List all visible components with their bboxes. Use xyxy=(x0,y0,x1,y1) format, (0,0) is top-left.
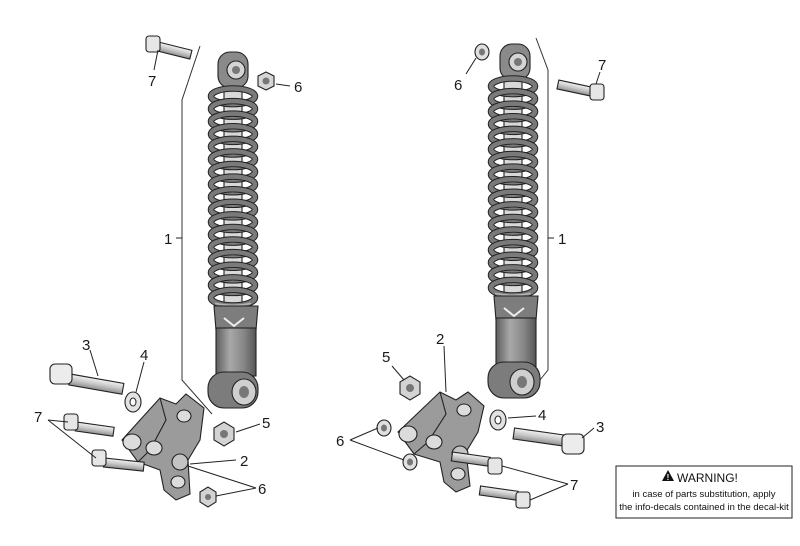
left-bracket-nut-lower xyxy=(199,486,217,508)
left-bracket-bolt-upper xyxy=(63,413,115,437)
callout-right-5: 5 xyxy=(382,349,390,366)
right-bracket-bolt-upper xyxy=(450,451,503,475)
left-top-bolt xyxy=(145,35,193,60)
callout-right-4: 4 xyxy=(538,407,546,424)
right-coil-spring xyxy=(487,75,539,299)
left-long-bolt xyxy=(49,363,125,395)
right-top-bolt xyxy=(556,79,605,101)
right-mounting-bracket xyxy=(397,391,485,493)
callout-right-2: 2 xyxy=(436,331,444,348)
callout-right-1: 1 xyxy=(558,231,566,248)
callout-left-3: 3 xyxy=(82,337,90,354)
warning-triangle-icon xyxy=(662,470,674,481)
right-bracket-bolt-lower xyxy=(478,485,531,509)
left-coil-spring xyxy=(207,85,259,309)
left-shock-absorber xyxy=(207,51,259,409)
callout-right-7-top: 7 xyxy=(598,57,606,74)
callout-right-6-bottom: 6 xyxy=(336,433,344,450)
left-nut-5 xyxy=(213,421,235,447)
callout-left-6-top: 6 xyxy=(294,79,302,96)
right-top-nut xyxy=(474,43,490,61)
callout-left-4: 4 xyxy=(140,347,148,364)
warning-exclamation-glyph: ! xyxy=(667,473,670,482)
callout-left-7-bottom: 7 xyxy=(34,409,42,426)
right-bracket-nut-lower xyxy=(402,453,418,471)
right-shock-span-bracket xyxy=(535,37,549,381)
left-mounting-bracket xyxy=(121,393,205,501)
callout-left-7-top: 7 xyxy=(148,73,156,90)
right-shock-absorber xyxy=(487,43,541,399)
left-bracket-bolt-lower xyxy=(91,449,145,472)
right-washer xyxy=(489,409,507,431)
callout-left-6-bottom: 6 xyxy=(258,481,266,498)
callout-left-5: 5 xyxy=(262,415,270,432)
warning-line-2: the info-decals contained in the decal-k… xyxy=(619,502,789,513)
left-shock-span-bracket xyxy=(181,45,213,415)
callout-right-3: 3 xyxy=(596,419,604,436)
callout-right-6-top: 6 xyxy=(454,77,462,94)
left-top-nut xyxy=(257,71,275,91)
callout-right-7-bottom: 7 xyxy=(570,477,578,494)
right-bracket-nut-upper xyxy=(376,419,392,437)
right-long-bolt xyxy=(512,427,585,455)
warning-notice: ! WARNING! in case of parts substitution… xyxy=(615,465,793,519)
callout-left-2: 2 xyxy=(240,453,248,470)
warning-title: WARNING! xyxy=(677,471,738,485)
callout-left-1: 1 xyxy=(164,231,172,248)
right-nut-5 xyxy=(399,375,421,401)
warning-line-1: in case of parts substitution, apply xyxy=(632,489,775,500)
left-washer xyxy=(124,391,142,413)
